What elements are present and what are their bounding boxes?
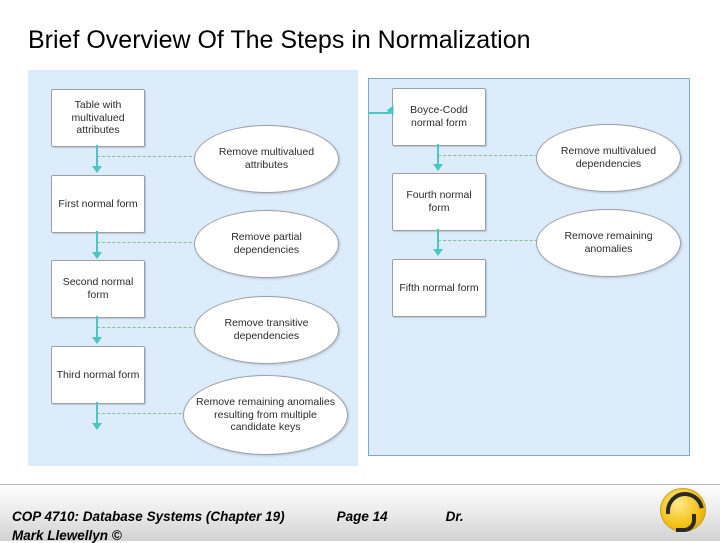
arrow-head-6 xyxy=(433,249,443,256)
ellipse-remove-multivalued-dependencies: Remove multivalued dependencies xyxy=(536,124,681,192)
footer-page: Page 14 xyxy=(336,509,388,524)
dash-connector-1 xyxy=(97,156,207,157)
box-second-normal-form: Second normal form xyxy=(51,260,145,318)
logo-tail xyxy=(676,514,696,532)
box-third-normal-form: Third normal form xyxy=(51,346,145,404)
footer-author: Dr. xyxy=(445,509,464,524)
arrow-head-5 xyxy=(433,164,443,171)
dash-connector-5 xyxy=(438,155,548,156)
box-fourth-normal-form: Fourth normal form xyxy=(392,173,486,231)
dash-connector-3 xyxy=(97,327,207,328)
arrow-head-2 xyxy=(92,252,102,259)
arrow-head-3 xyxy=(92,337,102,344)
arrow-head-4 xyxy=(92,423,102,430)
logo-disc xyxy=(660,488,706,532)
dash-connector-6 xyxy=(438,240,548,241)
arrow-head-1 xyxy=(92,166,102,173)
page-title: Brief Overview Of The Steps in Normaliza… xyxy=(28,26,531,54)
footer-course: COP 4710: Database Systems (Chapter 19) xyxy=(12,509,285,524)
ellipse-remove-remaining-anomalies: Remove remaining anomalies xyxy=(536,209,681,277)
ucf-pegasus-logo-icon xyxy=(656,484,712,538)
ellipse-remove-transitive-dependencies: Remove transitive dependencies xyxy=(194,296,339,364)
ellipse-remove-multivalued-attributes: Remove multivalued attributes xyxy=(194,125,339,193)
arrow-line-6 xyxy=(437,229,439,250)
dash-connector-2 xyxy=(97,242,207,243)
arrow-line-5 xyxy=(437,144,439,165)
footer-band xyxy=(0,484,720,541)
arrow-line-into-bcnf xyxy=(368,112,390,114)
dash-connector-4 xyxy=(97,413,207,414)
ellipse-remove-partial-dependencies: Remove partial dependencies xyxy=(194,210,339,278)
normalization-diagram: Table with multivalued attributes First … xyxy=(28,70,691,470)
box-boyce-codd-normal-form: Boyce-Codd normal form xyxy=(392,88,486,146)
arrow-head-into-bcnf xyxy=(386,105,394,116)
right-panel-outline xyxy=(368,78,690,456)
box-table-multivalued: Table with multivalued attributes xyxy=(51,89,145,147)
box-first-normal-form: First normal form xyxy=(51,175,145,233)
ellipse-remove-remaining-anomalies-candidate-keys: Remove remaining anomalies resulting fro… xyxy=(183,375,348,455)
box-fifth-normal-form: Fifth normal form xyxy=(392,259,486,317)
footer-text: COP 4710: Database Systems (Chapter 19) P… xyxy=(12,509,652,524)
footer-author-line2: Mark Llewellyn © xyxy=(12,528,122,543)
